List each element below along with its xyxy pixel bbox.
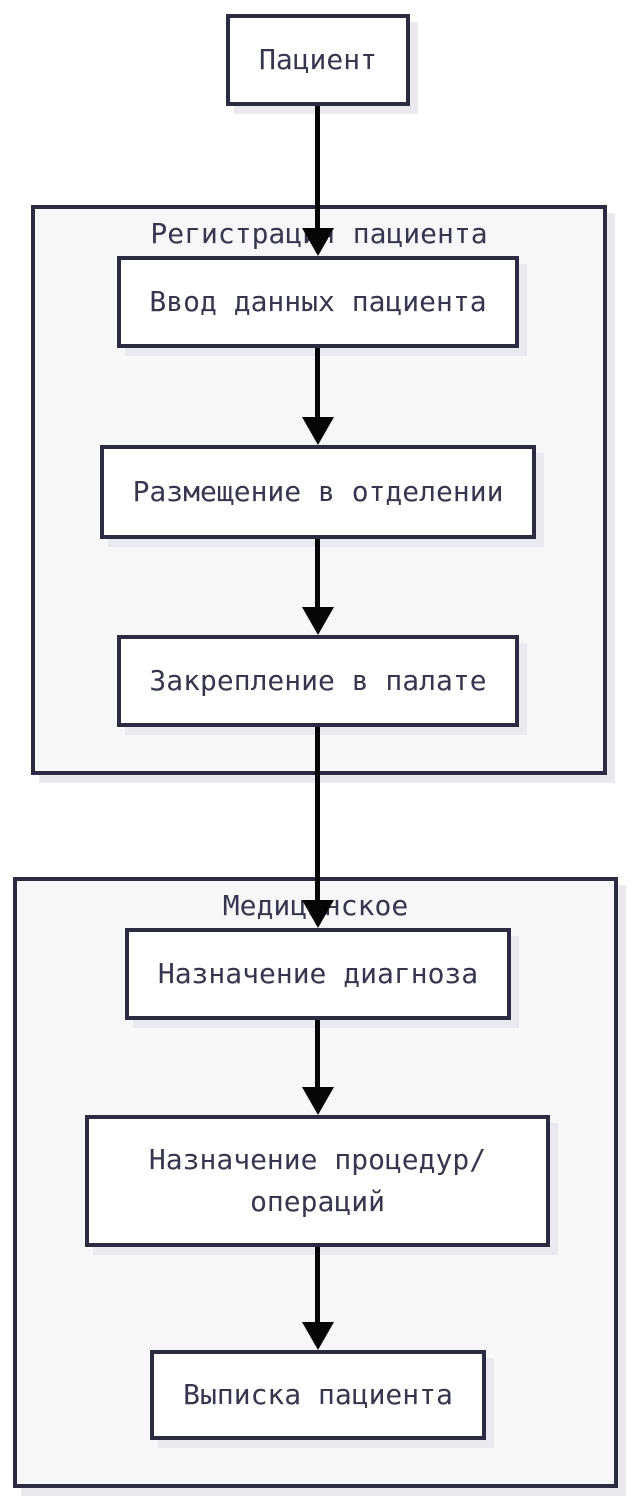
arrow-head-icon: [302, 417, 334, 445]
node-procedures-operations: Назначение процедур/ операций: [85, 1115, 550, 1247]
arrow-line: [315, 727, 320, 900]
arrow-head-icon: [302, 1087, 334, 1115]
node-ward-assignment-label: Закрепление в палате: [149, 664, 487, 697]
arrow-line: [315, 106, 320, 228]
arrow-line: [315, 1247, 320, 1322]
node-department-placement-label: Размещение в отделении: [132, 475, 504, 508]
arrow-line: [315, 348, 320, 417]
node-patient: Пациент: [226, 14, 410, 106]
node-procedures-operations-label: Назначение процедур/ операций: [148, 1143, 487, 1218]
node-ward-assignment: Закрепление в палате: [117, 635, 519, 727]
node-diagnosis-assignment-label: Назначение диагноза: [157, 957, 479, 990]
arrow-head-icon: [302, 1322, 334, 1350]
arrow-head-icon: [302, 607, 334, 635]
node-patient-discharge: Выписка пациента: [150, 1350, 486, 1440]
arrow-line: [315, 1020, 320, 1087]
arrow-line: [315, 539, 320, 607]
node-input-patient-data-label: Ввод данных пациента: [149, 285, 487, 318]
arrow-head-icon: [302, 900, 334, 928]
node-diagnosis-assignment: Назначение диагноза: [125, 928, 511, 1020]
node-input-patient-data: Ввод данных пациента: [117, 256, 519, 348]
node-patient-discharge-label: Выписка пациента: [183, 1378, 453, 1411]
node-department-placement: Размещение в отделении: [100, 445, 536, 539]
arrow-head-icon: [302, 228, 334, 256]
node-patient-label: Пациент: [258, 43, 377, 76]
